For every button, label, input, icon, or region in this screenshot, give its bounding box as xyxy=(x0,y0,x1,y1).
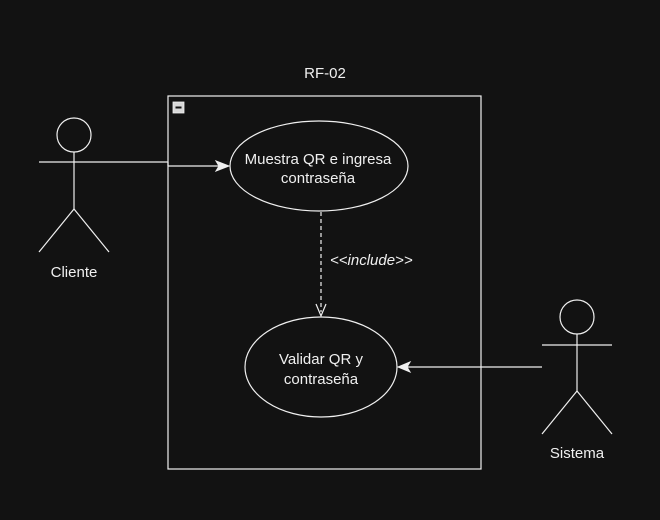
use-case-validar-qr[interactable]: Validar QR y contraseña xyxy=(244,316,398,418)
actor-head-icon xyxy=(56,117,92,153)
system-boundary[interactable] xyxy=(167,95,482,470)
arrowhead-icon xyxy=(396,360,412,374)
use-case-label-line-1: Validar QR y xyxy=(279,351,363,368)
use-case-label-line-1: Muestra QR e ingresa xyxy=(245,151,392,168)
actor-sistema[interactable]: Sistema xyxy=(541,299,613,462)
use-case-label-line-2: contraseña xyxy=(281,170,356,187)
actor-cliente[interactable]: Cliente xyxy=(38,117,110,281)
actor-left-leg xyxy=(541,390,578,435)
association-cliente-to-muestra-qr[interactable] xyxy=(109,160,231,172)
use-case-muestra-qr[interactable]: Muestra QR e ingresa contraseña xyxy=(229,120,409,212)
include-dependency[interactable]: <<include>> xyxy=(315,212,413,318)
include-stereotype-label: <<include>> xyxy=(330,252,413,269)
actor-right-leg xyxy=(73,208,110,253)
actor-label-cliente: Cliente xyxy=(51,264,98,281)
association-sistema-to-validar-qr[interactable] xyxy=(396,360,542,374)
actor-left-leg xyxy=(38,208,75,253)
actor-right-leg xyxy=(576,390,613,435)
actor-head-icon xyxy=(559,299,595,335)
system-boundary-title: RF-02 xyxy=(304,65,346,82)
arrowhead-icon xyxy=(214,160,231,172)
open-arrowhead-icon xyxy=(315,303,327,318)
actor-label-sistema: Sistema xyxy=(550,445,605,462)
use-case-label-line-2: contraseña xyxy=(284,371,359,388)
collapse-toggle-icon[interactable] xyxy=(172,101,185,114)
